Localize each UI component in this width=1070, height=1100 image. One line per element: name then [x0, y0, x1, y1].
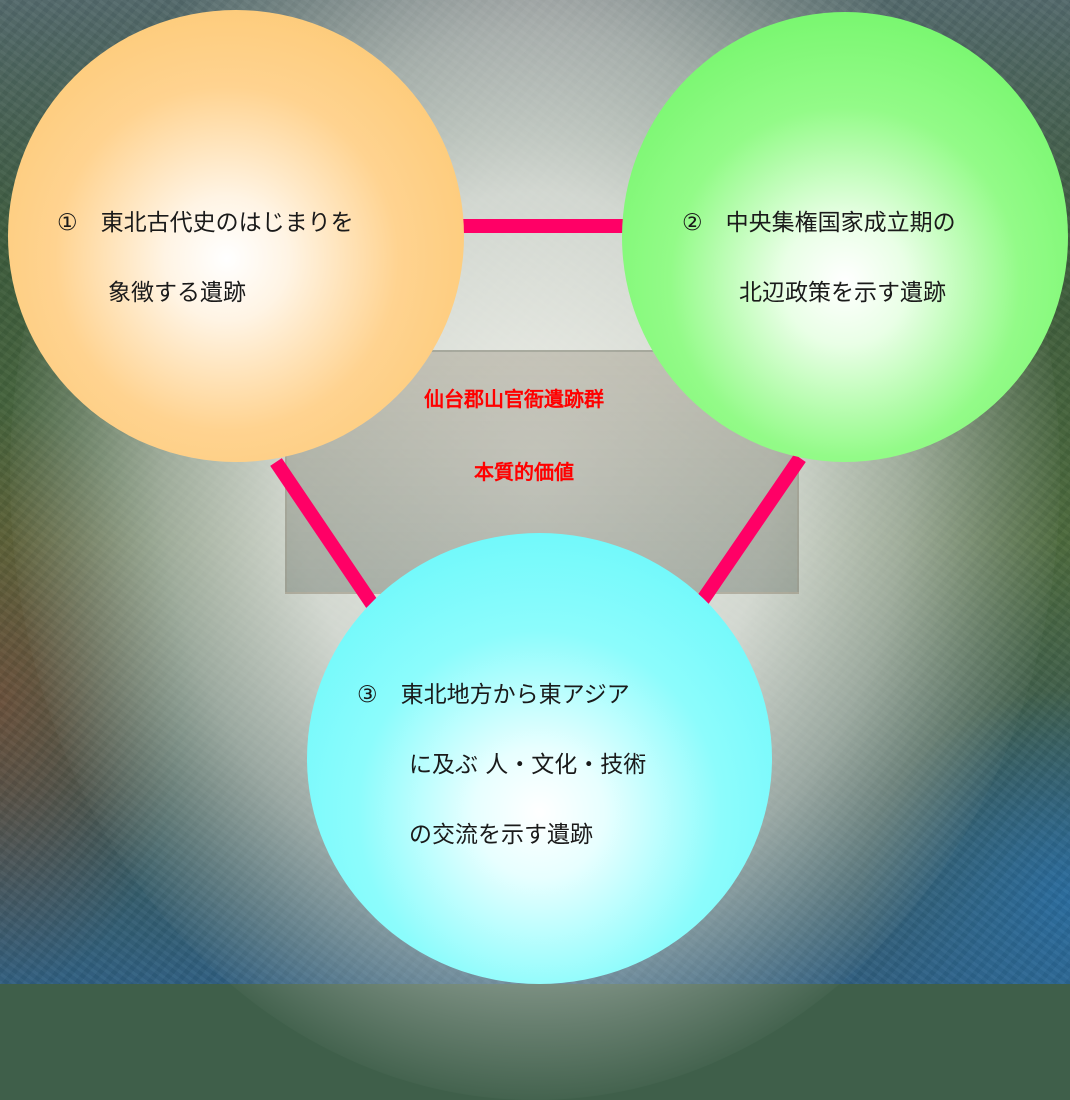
value-3-line-2: に及ぶ 人・文化・技術 — [409, 752, 647, 778]
value-3-line-3: の交流を示す遺跡 — [409, 822, 593, 848]
value-circle-1 — [8, 10, 464, 462]
connector-lines — [270, 219, 806, 608]
value-2-line-2: 北辺政策を示す遺跡 — [739, 280, 946, 306]
value-3-line-1: ③ 東北地方から東アジア — [357, 682, 630, 708]
center-subtitle: 本質的価値 — [474, 460, 574, 484]
connector-2-3 — [694, 454, 806, 608]
value-circle-2 — [622, 12, 1068, 462]
center-title: 仙台郡山官衙遺跡群 — [424, 387, 604, 411]
value-circle-3 — [307, 533, 772, 984]
value-1-line-1: ① 東北古代史のはじまりを — [57, 210, 354, 236]
value-1-line-2: 象徴する遺跡 — [108, 280, 246, 306]
value-2-line-1: ② 中央集権国家成立期の — [682, 210, 956, 236]
connector-1-3 — [270, 458, 378, 608]
